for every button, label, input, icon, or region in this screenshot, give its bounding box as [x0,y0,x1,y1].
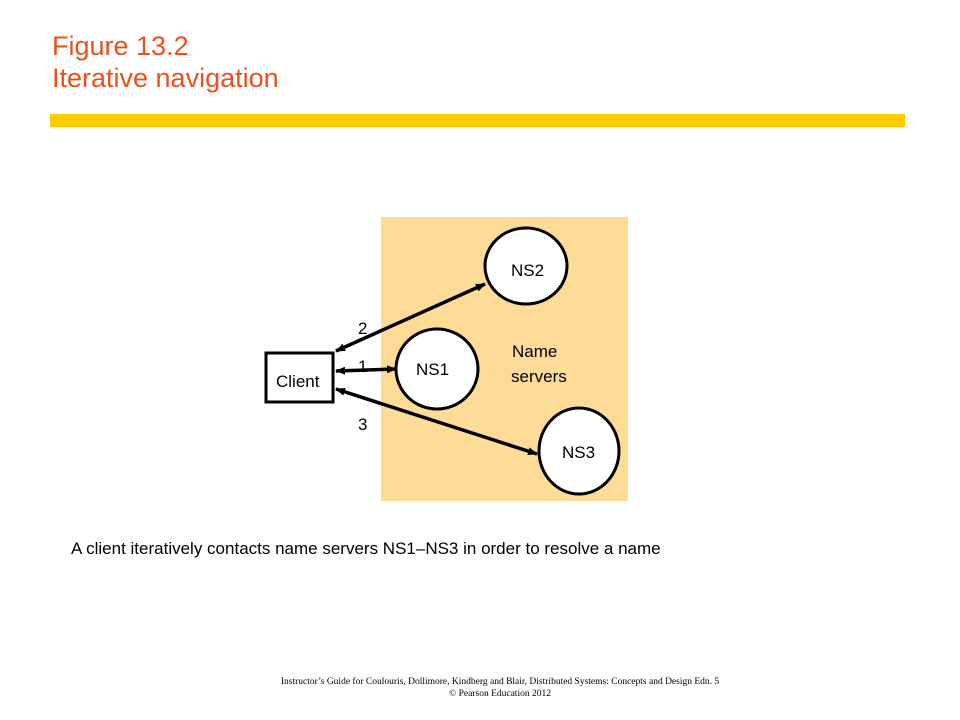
name-servers-label-line2: servers [511,367,567,386]
figure-caption: A client iteratively contacts name serve… [71,539,661,558]
arrow-step-2 [335,282,486,353]
figure-number: Figure 13.2 [52,31,189,61]
step-label-3: 3 [358,415,367,434]
arrow-step-1 [335,365,397,375]
ns2-label: NS2 [511,261,544,280]
ns1-label: NS1 [416,360,449,379]
name-servers-label-line1: Name [512,342,557,361]
arrow-step-3 [335,387,538,456]
footer-credit: Instructor’s Guide for Coulouris, Dollim… [200,676,800,700]
ns1-node [394,327,480,411]
ns3-label: NS3 [562,443,595,462]
footer-citation: Instructor’s Guide for Coulouris, Dollim… [280,677,720,687]
figure-title: Iterative navigation [52,63,279,93]
step-label-2: 2 [358,319,367,338]
client-box [264,351,335,404]
ns2-node [483,226,569,306]
footer-copyright: © Pearson Education 2012 [449,689,551,699]
client-label: Client [276,372,320,391]
title-rule [50,114,905,127]
slide-title: Figure 13.2 Iterative navigation [52,30,279,94]
step-label-1: 1 [358,357,367,376]
ns3-node [537,406,621,496]
